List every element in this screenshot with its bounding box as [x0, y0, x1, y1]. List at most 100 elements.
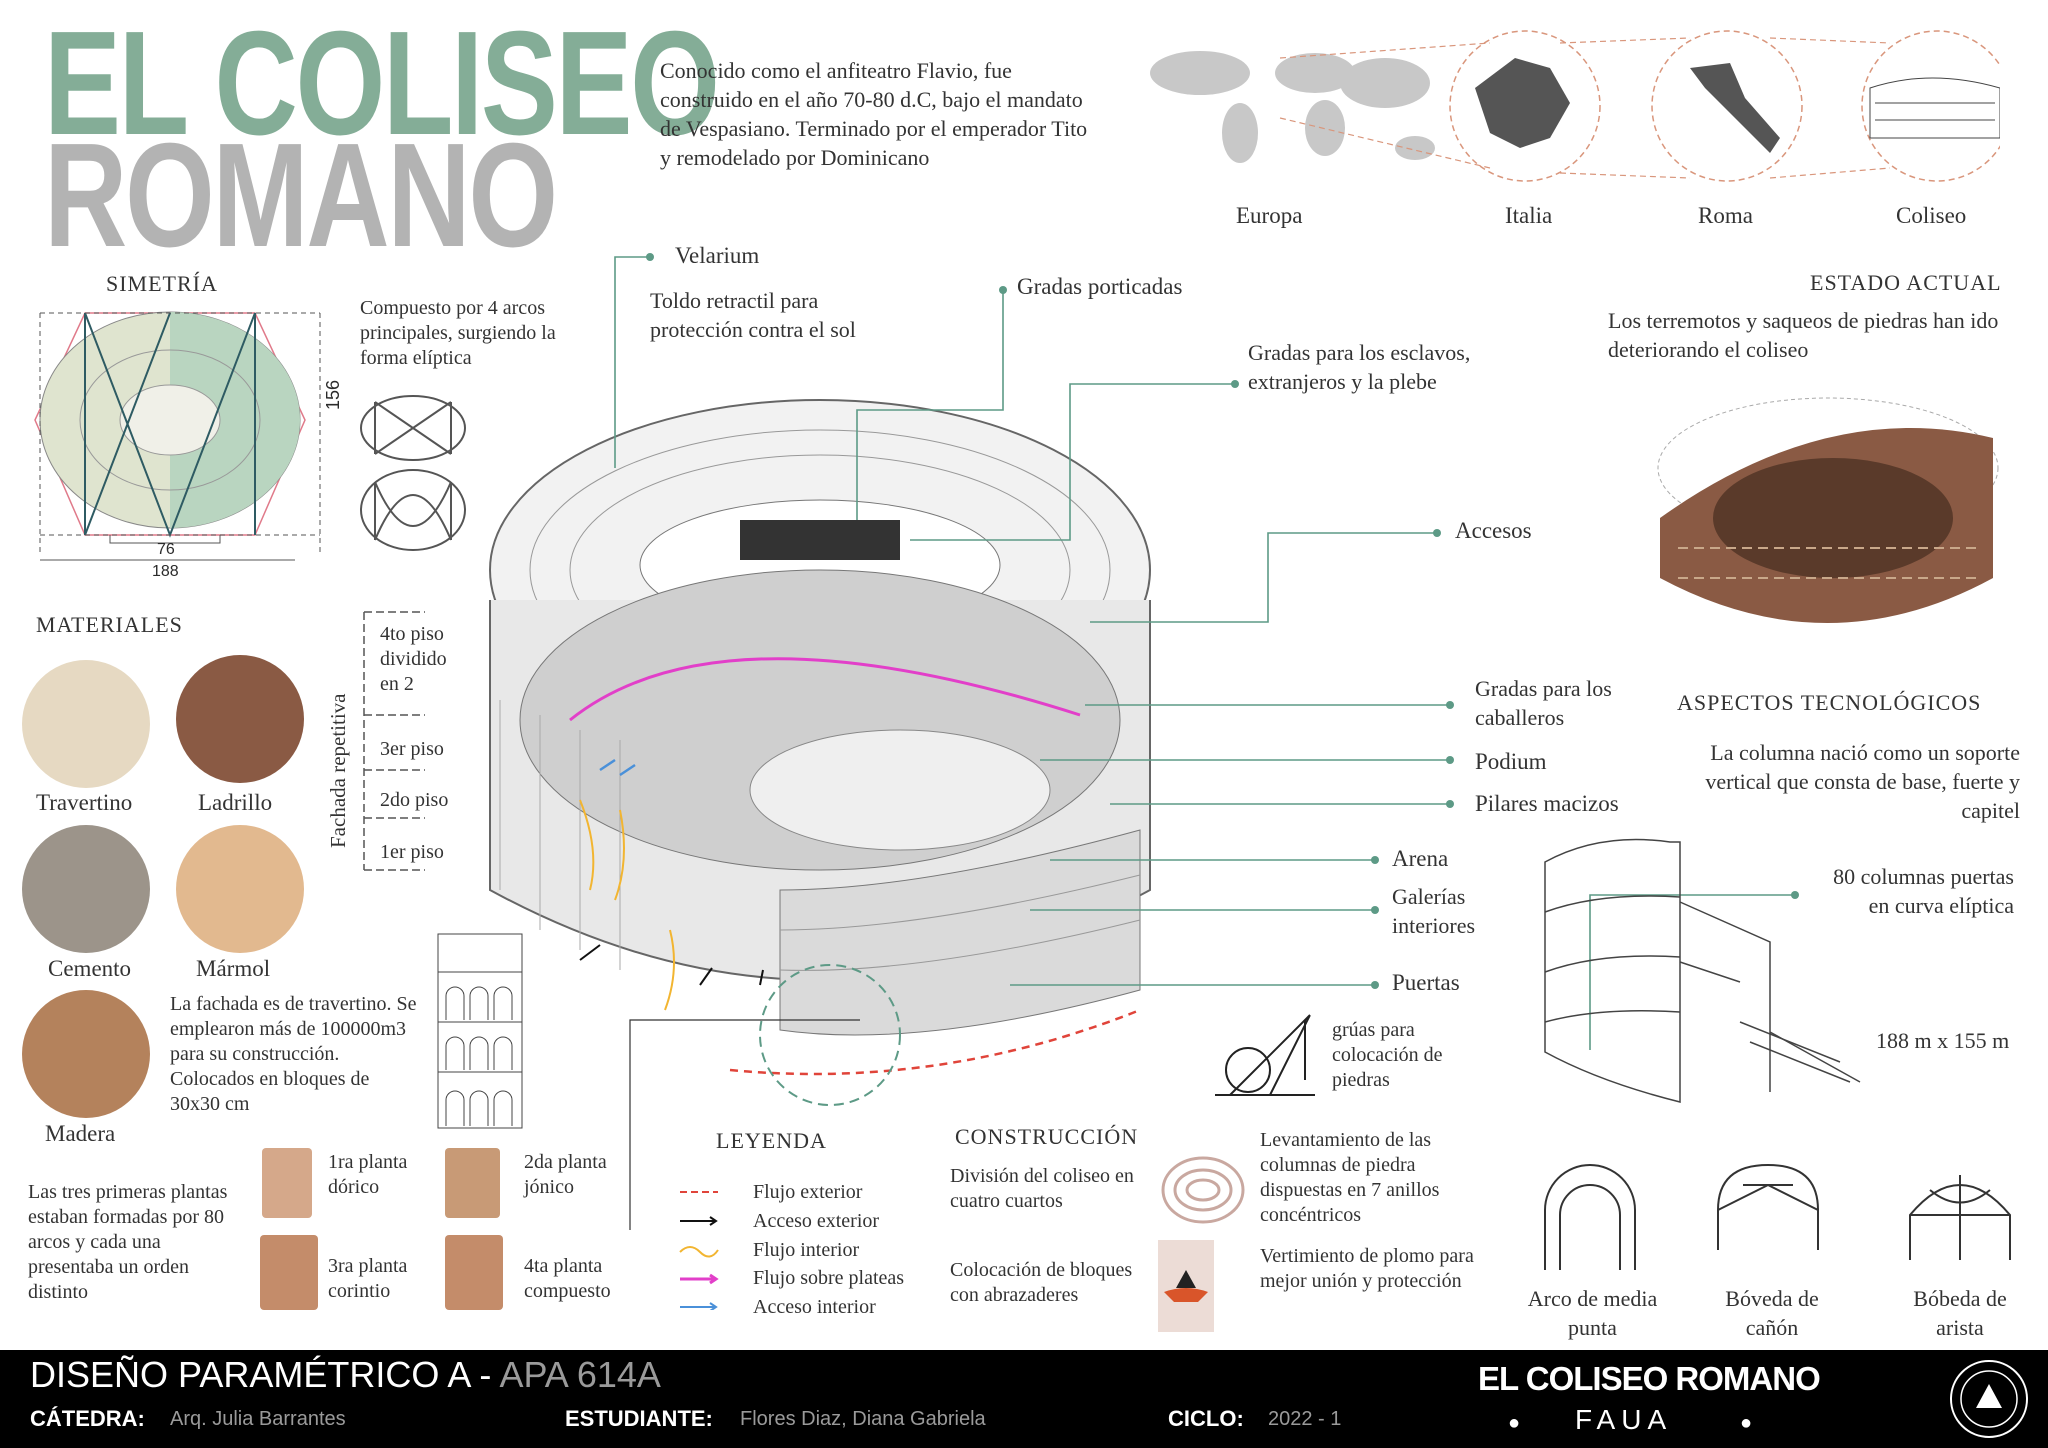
callout-arena: Arena	[1392, 846, 1449, 871]
travertino-swatch	[22, 660, 150, 788]
corinthian-capital-icon	[260, 1235, 318, 1310]
footer-dot-right-icon: ●	[1740, 1412, 1753, 1434]
legend-flujo-interior: Flujo interior	[753, 1239, 860, 1261]
footer-ciclo-value: 2022 - 1	[1268, 1408, 1342, 1430]
callout-accesos: Accesos	[1455, 518, 1532, 543]
facade-elevation	[437, 933, 523, 1129]
footer-catedra-value: Arq. Julia Barrantes	[170, 1408, 346, 1430]
callout-galerias: Galerías interiores	[1392, 884, 1476, 938]
coliseo-circle	[1861, 30, 2000, 182]
vault-arco: Arco de media punta	[1527, 1286, 1658, 1340]
symmetry-dim-width: 188	[152, 563, 179, 580]
italy-circle	[1651, 30, 1803, 182]
estado-text: Los terremotos y saqueos de piedras han …	[1608, 308, 1999, 362]
location-coliseo: Coliseo	[1896, 203, 1967, 228]
composite-capital-icon	[445, 1235, 503, 1310]
ladrillo-swatch	[176, 655, 304, 783]
vault-boveda: Bóveda de cañón	[1725, 1286, 1819, 1340]
floor-4: 4to piso dividido en 2	[380, 623, 447, 695]
marmol-swatch	[176, 825, 304, 953]
legend-acceso-interior: Acceso interior	[753, 1296, 876, 1318]
estado-heading: ESTADO ACTUAL	[1810, 270, 2002, 295]
callout-puertas: Puertas	[1392, 970, 1460, 995]
location-italia: Italia	[1505, 203, 1553, 228]
callout-leaders	[614, 253, 1799, 1230]
footer-course: DISEÑO PARAMÉTRICO A - APA 614A	[30, 1354, 661, 1396]
construccion-step-2: Levantamiento de las columnas de piedra …	[1260, 1129, 1440, 1226]
legend-heading: LEYENDA	[716, 1128, 827, 1153]
europe-circle	[1449, 30, 1601, 182]
doric-capital-icon	[262, 1148, 312, 1218]
groin-vault-icon	[1909, 1175, 2011, 1260]
orders-intro: Las tres primeras plantas estaban formad…	[28, 1181, 228, 1303]
material-marmol: Mármol	[196, 956, 271, 981]
location-strip	[1150, 30, 2000, 182]
column-section-drawing	[1544, 838, 1861, 1103]
italy-map	[1690, 63, 1780, 153]
legend-flujo-exterior: Flujo exterior	[753, 1181, 863, 1203]
barrel-vault-icon	[1717, 1163, 1819, 1250]
footer-estudiante-label: ESTUDIANTE:	[565, 1406, 713, 1431]
materials-heading: MATERIALES	[36, 612, 183, 637]
footer-course-name: DISEÑO PARAMÉTRICO A -	[30, 1354, 500, 1395]
callout-velarium: Velarium	[675, 243, 760, 268]
callout-gradas-porticadas: Gradas porticadas	[1017, 274, 1183, 299]
symmetry-heading: SIMETRÍA	[106, 271, 218, 296]
footer-logo: FAUA	[1575, 1404, 1673, 1435]
arch-icon	[1544, 1164, 1636, 1270]
tecnologicos-columnas: 80 columnas puertas en curva elíptica	[1833, 864, 2014, 918]
footer-dot-left-icon: ●	[1508, 1412, 1521, 1434]
location-roma: Roma	[1698, 203, 1753, 228]
order-3: 3ra planta corintio	[328, 1255, 408, 1302]
callout-velarium-desc: Toldo retractil para protección contra e…	[650, 288, 856, 342]
construccion-heading: CONSTRUCCIÓN	[955, 1124, 1139, 1149]
construccion-step-3: Colocación de bloques con abrazaderes	[950, 1259, 1133, 1306]
location-europa: Europa	[1236, 203, 1303, 228]
order-4: 4ta planta compuesto	[524, 1255, 611, 1302]
construccion-step-1: División del coliseo en cuatro cuartos	[950, 1165, 1134, 1212]
facade-material-text: La fachada es de travertino. Se emplearo…	[170, 993, 417, 1115]
legend-swatches	[679, 1191, 719, 1310]
ionic-capital-icon	[445, 1148, 500, 1218]
order-2: 2da planta jónico	[524, 1151, 607, 1198]
order-1: 1ra planta dórico	[328, 1151, 408, 1198]
intro-text: Conocido como el anfiteatro Flavio, fue …	[660, 58, 1088, 170]
construccion-step-4: Vertimiento de plomo para mejor unión y …	[1260, 1245, 1474, 1292]
legend-flujo-plateas: Flujo sobre plateas	[753, 1267, 905, 1289]
crane-icon	[1215, 1014, 1315, 1096]
footer-course-code: APA 614A	[499, 1354, 661, 1395]
legend-acceso-exterior: Acceso exterior	[753, 1210, 880, 1232]
callout-gradas-caballeros: Gradas para los caballeros	[1475, 676, 1612, 730]
world-map	[1150, 51, 1435, 163]
madera-swatch	[22, 990, 150, 1118]
page-title-line2: ROMANO	[44, 113, 558, 278]
material-madera: Madera	[45, 1121, 116, 1146]
footer-catedra-label: CÁTEDRA:	[30, 1406, 145, 1431]
ruins-photo	[1657, 397, 1999, 623]
tecnologicos-text: La columna nació como un soporte vertica…	[1705, 740, 2020, 823]
symmetry-text: Compuesto por 4 arcos principales, surgi…	[360, 297, 556, 369]
university-seal-icon	[1950, 1360, 2028, 1438]
tecnologicos-dimensiones: 188 m x 155 m	[1876, 1028, 2010, 1053]
symmetry-dim-inner: 76	[157, 541, 175, 558]
footer-ciclo-label: CICLO:	[1168, 1406, 1244, 1431]
material-ladrillo: Ladrillo	[198, 790, 273, 815]
floor-2: 2do piso	[380, 789, 449, 811]
footer-bar: DISEÑO PARAMÉTRICO A - APA 614A CÁTEDRA:…	[0, 1350, 2048, 1448]
facade-brackets	[363, 611, 425, 871]
lead-pouring-icon	[1158, 1240, 1214, 1332]
callout-gradas-esclavos: Gradas para los esclavos, extranjeros y …	[1248, 340, 1471, 394]
footer-title: EL COLISEO ROMANO	[1478, 1360, 1821, 1397]
arches-diagram	[360, 395, 466, 551]
vault-bobeda: Bóbeda de arista	[1913, 1286, 2007, 1340]
callout-gruas: grúas para colocación de piedras	[1332, 1019, 1443, 1091]
symmetry-plan	[34, 311, 321, 561]
tecnologicos-heading: ASPECTOS TECNOLÓGICOS	[1677, 690, 1982, 715]
callout-podium: Podium	[1475, 749, 1547, 774]
footer-estudiante-value: Flores Diaz, Diana Gabriela	[740, 1408, 986, 1430]
floor-1: 1er piso	[380, 841, 444, 863]
material-cemento: Cemento	[48, 956, 132, 981]
callout-pilares: Pilares macizos	[1475, 791, 1619, 816]
floor-3: 3er piso	[380, 738, 444, 760]
construction-rings-icon	[1161, 1156, 1245, 1224]
